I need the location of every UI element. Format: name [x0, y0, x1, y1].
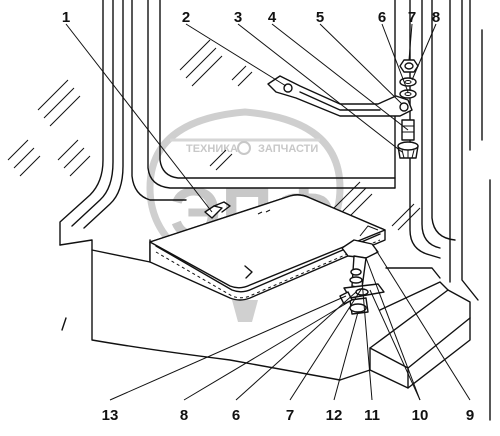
callout-3: 3 [234, 9, 242, 26]
leader-lines [65, 23, 471, 401]
hinge-strap [267, 75, 413, 117]
callout-6: 6 [378, 9, 386, 26]
fastener-stack-top [397, 59, 419, 159]
callout-7-bottom: 7 [286, 407, 294, 424]
callout-8: 8 [432, 9, 440, 26]
callout-5: 5 [316, 9, 324, 26]
callout-10: 10 [412, 407, 429, 424]
callouts-bottom: 13 8 6 7 12 11 10 9 [102, 407, 475, 424]
callout-9: 9 [466, 407, 474, 424]
strap-hole-right [399, 102, 409, 112]
callout-2: 2 [182, 9, 190, 26]
callouts-top: 1 2 3 4 5 6 7 8 [62, 9, 440, 26]
lower-bracket-assembly [339, 225, 385, 315]
watermark-top-text: ТЕХНИКА [186, 143, 238, 155]
cab-frame [7, 0, 491, 421]
callout-1: 1 [62, 9, 70, 26]
callout-7: 7 [408, 9, 416, 26]
callout-6-bottom: 6 [232, 407, 240, 424]
callout-11: 11 [364, 407, 380, 424]
seat-cushion [149, 194, 386, 301]
callout-8-bottom: 8 [180, 407, 188, 424]
watermark-top-text-2: ЗАПЧАСТИ [258, 143, 318, 155]
callout-13: 13 [102, 407, 119, 424]
callout-4: 4 [268, 9, 277, 26]
callout-12: 12 [326, 407, 343, 424]
